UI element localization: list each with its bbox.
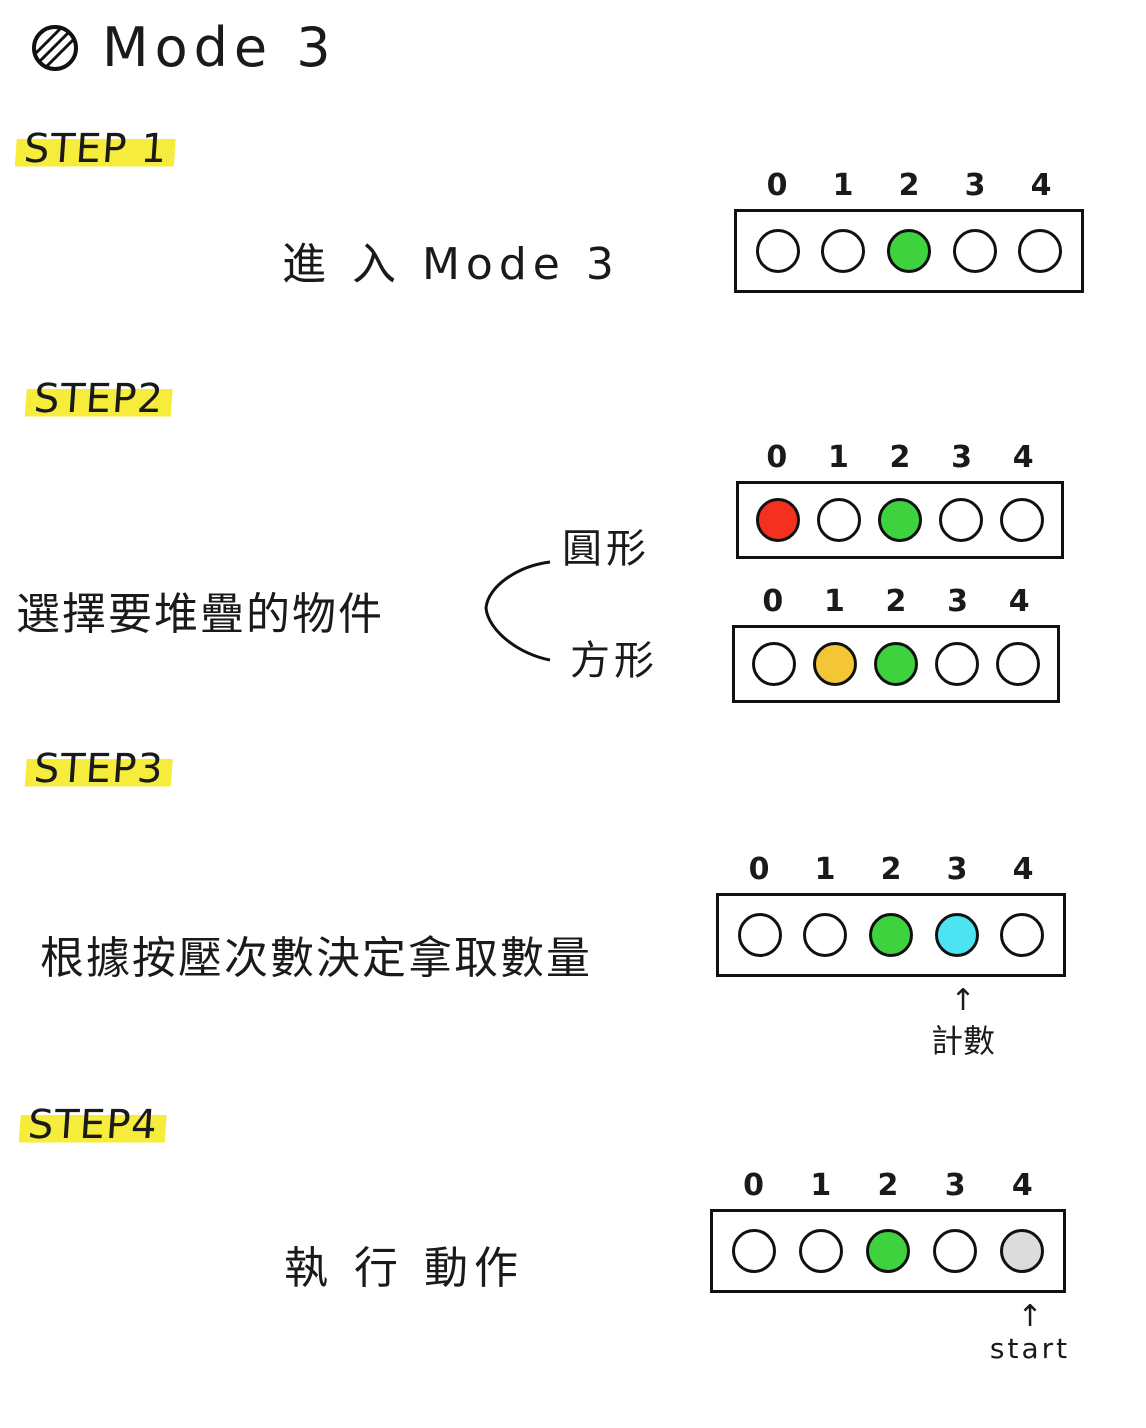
up-arrow-icon: ↑ bbox=[1017, 1299, 1043, 1334]
led-index: 3 bbox=[951, 440, 973, 475]
led-indicator bbox=[816, 498, 861, 542]
step-2-label: STEP2 bbox=[24, 376, 174, 422]
led-indicator bbox=[803, 913, 848, 957]
led-indicator bbox=[755, 229, 800, 273]
hatched-circle-icon bbox=[32, 24, 78, 71]
branch-brace bbox=[484, 560, 551, 662]
led-index: 3 bbox=[964, 168, 986, 203]
led-indicator bbox=[1018, 229, 1063, 273]
step-4-description: 執 行 動作 bbox=[284, 1243, 524, 1294]
led-indicator bbox=[886, 229, 931, 273]
led-indicator bbox=[821, 229, 866, 273]
count-annotation: ↑ 計數 bbox=[918, 986, 1008, 1062]
step-1-label: STEP 1 bbox=[14, 126, 177, 172]
title-row: Mode 3 bbox=[30, 16, 337, 79]
start-annotation-label: start bbox=[989, 1332, 1071, 1365]
branch-circle-label: 圓形 bbox=[562, 526, 650, 572]
led-index: 4 bbox=[1011, 1168, 1033, 1203]
step-3-description: 根據按壓次數決定拿取數量 bbox=[40, 933, 592, 984]
led-index: 4 bbox=[1008, 584, 1030, 619]
step-3-led-panel: 0 1 2 3 4 bbox=[716, 852, 1066, 977]
led-indicator bbox=[877, 498, 922, 542]
led-box bbox=[710, 1209, 1066, 1293]
led-index-row: 0 1 2 3 4 bbox=[710, 1168, 1066, 1203]
led-indicator bbox=[934, 913, 979, 957]
led-index-row: 0 1 2 3 4 bbox=[732, 584, 1060, 619]
step-2-led-panel-circle: 0 1 2 3 4 bbox=[736, 440, 1064, 559]
step-4-label: STEP4 bbox=[18, 1102, 168, 1148]
led-index: 1 bbox=[814, 852, 836, 887]
led-box bbox=[732, 625, 1060, 703]
branch-square-label: 方形 bbox=[570, 638, 658, 684]
led-index: 4 bbox=[1030, 168, 1052, 203]
count-annotation-label: 計數 bbox=[930, 1022, 995, 1060]
led-index: 1 bbox=[810, 1168, 832, 1203]
led-index: 1 bbox=[827, 440, 849, 475]
led-index-row: 0 1 2 3 4 bbox=[716, 852, 1066, 887]
led-index: 0 bbox=[748, 852, 770, 887]
led-indicator bbox=[755, 498, 800, 542]
step-1-description: 進 入 Mode 3 bbox=[282, 239, 620, 290]
led-indicator bbox=[952, 229, 997, 273]
led-indicator bbox=[799, 1229, 844, 1273]
led-index-row: 0 1 2 3 4 bbox=[734, 168, 1084, 203]
led-indicator bbox=[999, 1229, 1044, 1273]
led-index: 0 bbox=[762, 584, 784, 619]
led-index: 3 bbox=[946, 852, 968, 887]
led-index: 1 bbox=[823, 584, 845, 619]
led-indicator bbox=[868, 913, 913, 957]
led-indicator bbox=[873, 642, 918, 686]
step-1-led-panel: 0 1 2 3 4 bbox=[734, 168, 1084, 293]
led-indicator bbox=[737, 913, 782, 957]
led-indicator bbox=[996, 642, 1041, 686]
led-index: 2 bbox=[889, 440, 911, 475]
led-indicator bbox=[751, 642, 796, 686]
led-indicator bbox=[939, 498, 984, 542]
led-index: 3 bbox=[944, 1168, 966, 1203]
led-index: 2 bbox=[880, 852, 902, 887]
led-index: 1 bbox=[832, 168, 854, 203]
step-4-led-panel: 0 1 2 3 4 bbox=[710, 1168, 1066, 1293]
led-index: 2 bbox=[885, 584, 907, 619]
page-title: Mode 3 bbox=[102, 16, 337, 79]
step-3-label: STEP3 bbox=[24, 746, 174, 792]
led-box bbox=[716, 893, 1066, 977]
led-index: 0 bbox=[743, 1168, 765, 1203]
led-index: 0 bbox=[766, 440, 788, 475]
led-index: 4 bbox=[1012, 852, 1034, 887]
led-indicator bbox=[865, 1229, 910, 1273]
led-indicator bbox=[812, 642, 857, 686]
led-index-row: 0 1 2 3 4 bbox=[736, 440, 1064, 475]
led-index: 3 bbox=[947, 584, 969, 619]
led-indicator bbox=[1000, 498, 1045, 542]
led-index: 0 bbox=[766, 168, 788, 203]
led-indicator bbox=[932, 1229, 977, 1273]
step-2-description: 選擇要堆疊的物件 bbox=[16, 589, 384, 640]
led-indicator bbox=[1000, 913, 1045, 957]
up-arrow-icon: ↑ bbox=[950, 983, 976, 1018]
led-index: 2 bbox=[877, 1168, 899, 1203]
led-indicator bbox=[732, 1229, 777, 1273]
step-2-led-panel-square: 0 1 2 3 4 bbox=[732, 584, 1060, 703]
led-index: 4 bbox=[1012, 440, 1034, 475]
led-index: 2 bbox=[898, 168, 920, 203]
led-indicator bbox=[935, 642, 980, 686]
led-box bbox=[734, 209, 1084, 293]
led-box bbox=[736, 481, 1064, 559]
start-annotation: ↑ start bbox=[980, 1299, 1080, 1366]
